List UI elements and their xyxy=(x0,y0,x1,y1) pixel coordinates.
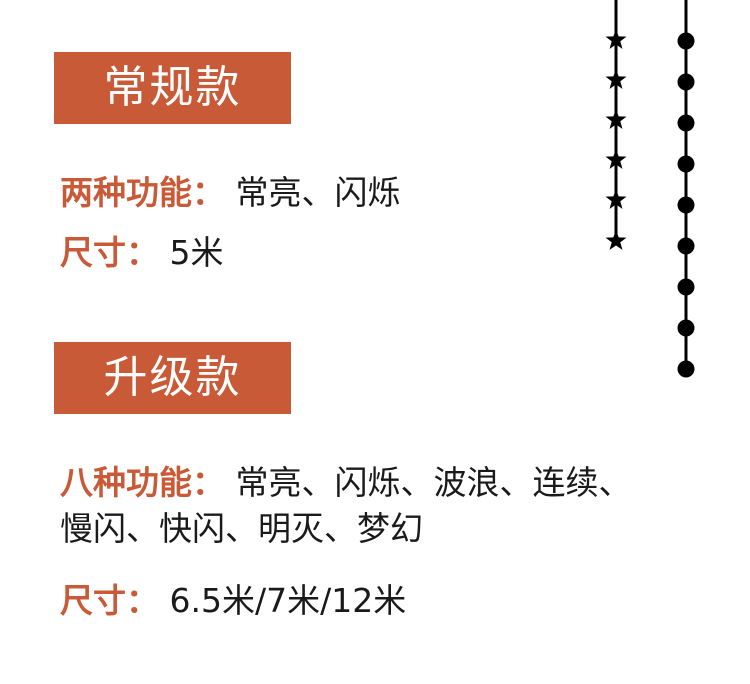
star-icon xyxy=(605,109,627,129)
star-icon xyxy=(605,189,627,209)
upgrade-functions-value-line1: 常亮、闪烁、波浪、连续、 xyxy=(235,463,632,502)
upgrade-functions-line: 八种功能： 常亮、闪烁、波浪、连续、 xyxy=(60,463,632,503)
regular-size-label: 尺寸： xyxy=(60,233,159,272)
bead-icon xyxy=(677,114,695,132)
regular-functions-line: 两种功能： 常亮、闪烁 xyxy=(60,173,401,213)
upgrade-model-badge: 升级款 xyxy=(54,342,291,414)
upgrade-size-value: 6.5米/7米/12米 xyxy=(169,581,407,620)
star-light-string xyxy=(605,0,627,250)
regular-model-badge: 常规款 xyxy=(54,52,291,124)
bead-icon xyxy=(677,278,695,296)
upgrade-size-label: 尺寸： xyxy=(60,581,159,620)
bead-icon xyxy=(677,73,695,91)
bead-light-string xyxy=(677,0,695,378)
star-icon xyxy=(605,69,627,89)
upgrade-size-line: 尺寸： 6.5米/7米/12米 xyxy=(60,581,406,621)
star-icon xyxy=(605,230,627,250)
upgrade-functions-continuation: 慢闪、快闪、明灭、梦幻 xyxy=(60,509,423,549)
regular-functions-label: 两种功能： xyxy=(60,173,225,212)
regular-size-line: 尺寸： 5米 xyxy=(60,233,224,273)
bead-icon xyxy=(677,319,695,337)
bead-icon xyxy=(677,155,695,173)
bead-icon xyxy=(677,196,695,214)
bead-icon xyxy=(677,360,695,378)
upgrade-functions-label: 八种功能： xyxy=(60,463,225,502)
star-icon xyxy=(605,29,627,49)
star-icon xyxy=(605,149,627,169)
regular-size-value: 5米 xyxy=(169,233,224,272)
upgrade-functions-value-line2: 慢闪、快闪、明灭、梦幻 xyxy=(60,509,423,548)
bead-icon xyxy=(677,237,695,255)
bead-icon xyxy=(677,32,695,50)
regular-functions-value: 常亮、闪烁 xyxy=(235,173,401,212)
